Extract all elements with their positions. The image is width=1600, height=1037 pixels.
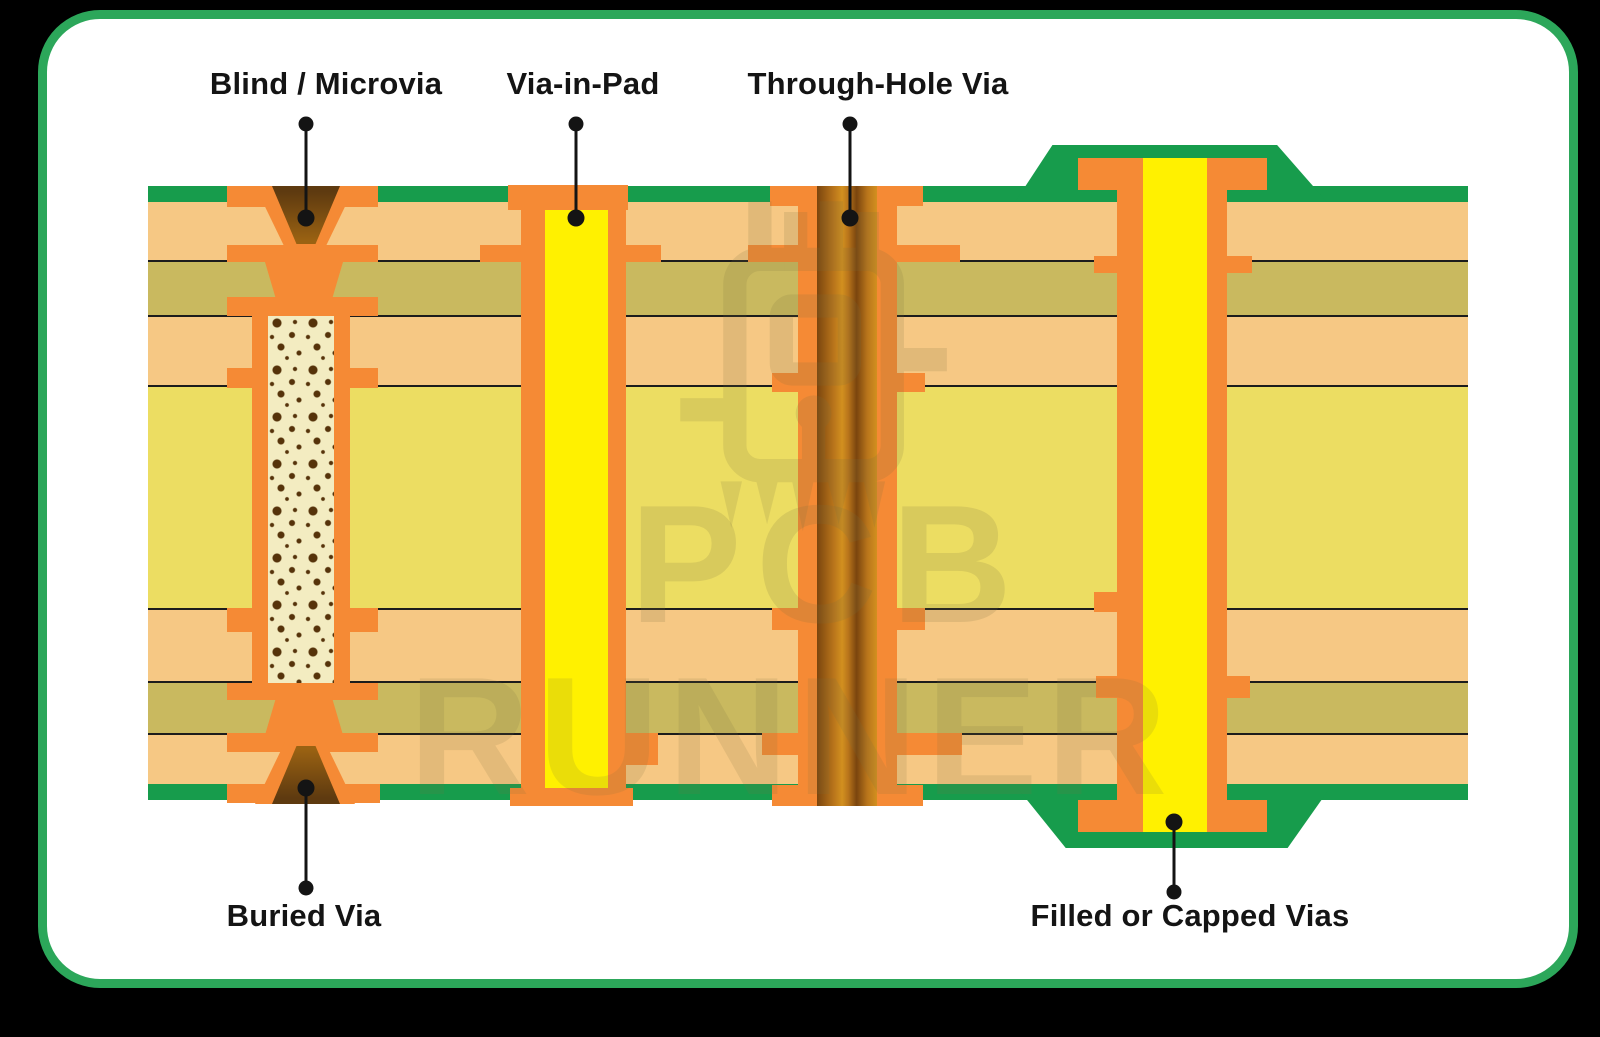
callout-dot [1166, 884, 1182, 900]
th-stub-r1 [897, 245, 960, 262]
via-in-pad-stub-right-2 [623, 733, 658, 765]
buried-via-neck-bottom [265, 698, 343, 735]
cap-stub-l1 [1094, 256, 1119, 273]
th-stub-l3 [772, 608, 800, 630]
label-through-hole-via: Through-Hole Via [747, 66, 1009, 101]
via-in-pad-fill [545, 210, 608, 788]
label-buried-via: Buried Via [226, 898, 382, 933]
callout-line [1172, 822, 1176, 892]
label-via-in-pad: Via-in-Pad [506, 66, 660, 101]
cap-stub-r2 [1227, 676, 1250, 698]
pad-bar-a [227, 245, 378, 262]
callout-dot [297, 209, 315, 227]
label-blind-microvia: Blind / Microvia [209, 66, 443, 101]
via-in-pad-stub-left [480, 245, 525, 262]
cap-stub-r1 [1227, 256, 1252, 273]
cap-stub-l3 [1096, 676, 1119, 698]
cap-fill [1143, 158, 1207, 832]
buried-via-neck-top [265, 262, 343, 299]
buried-via-epoxy-fill [268, 316, 334, 683]
callout-line [304, 788, 308, 888]
via-in-pad-stub-right [623, 245, 661, 262]
th-stub-l2 [772, 373, 800, 392]
cap-stub-l2 [1094, 592, 1119, 612]
via-in-pad-bottom-pad [510, 788, 633, 806]
callout-line [304, 124, 308, 218]
th-stub-r3 [895, 608, 925, 630]
th-stub-l4 [762, 733, 800, 755]
callout-line [574, 124, 578, 218]
callout-dot [841, 209, 859, 227]
th-copper-column [817, 186, 877, 806]
callout-line [848, 124, 852, 218]
callout-dot [298, 880, 314, 896]
callout-dot [567, 209, 585, 227]
th-stub-r2 [895, 373, 925, 392]
pad-bar-b [227, 297, 378, 316]
label-filled-capped-vias: Filled or Capped Vias [1030, 898, 1350, 933]
pad-bar-e [227, 683, 378, 700]
th-stub-l1 [748, 245, 800, 262]
th-stub-r4 [895, 733, 962, 755]
